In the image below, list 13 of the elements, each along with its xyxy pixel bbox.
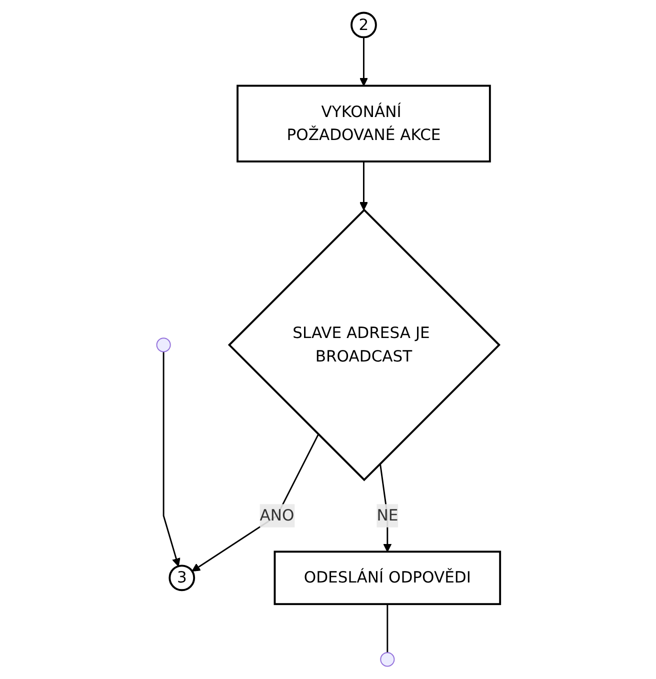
node-circle: [350, 12, 376, 38]
edge-label: ANO: [259, 506, 294, 524]
edge-label: NE: [376, 506, 398, 524]
connector: [386, 604, 388, 653]
node-box: [273, 550, 501, 606]
node-circle: [168, 564, 195, 592]
flowchart-drawing: ANO NE 3 2 VYKONÁNÍ POŽADOVANÉ AKCE SLAVE ADRESA JE BROADCAST ODESLÁNÍ ODPOVĚDI: [148, 5, 508, 674]
node-box: [236, 84, 490, 162]
arrow: [359, 161, 368, 210]
arrow: [162, 352, 180, 567]
arrow: [191, 434, 319, 572]
arrow: [359, 37, 368, 86]
node-diamond: [227, 208, 500, 482]
